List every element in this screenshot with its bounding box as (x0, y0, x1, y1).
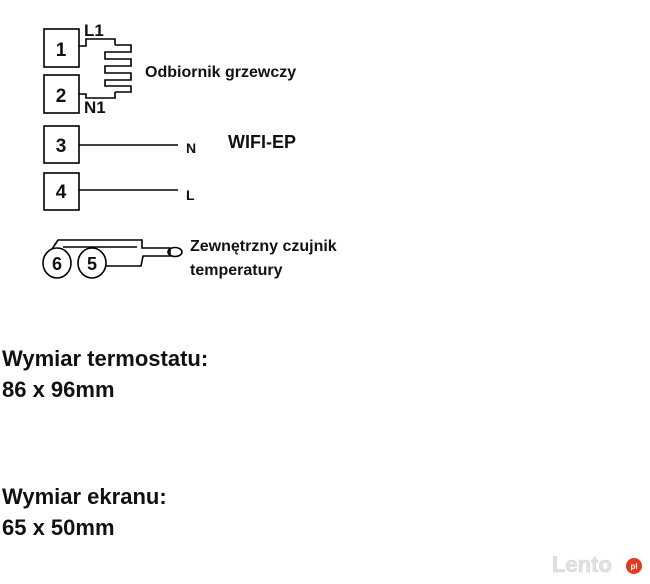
label-model: WIFI-EP (228, 132, 296, 152)
wire-n1 (79, 92, 116, 99)
screen-dimensions-label: Wymiar ekranu: (2, 484, 167, 509)
sensor-probe (167, 246, 183, 258)
wire-l1 (79, 38, 116, 47)
thermostat-dimensions: Wymiar termostatu: 86 x 96mm (2, 343, 208, 405)
thermostat-dimensions-value: 86 x 96mm (2, 377, 115, 402)
label-l1: L1 (84, 21, 104, 40)
screen-dimensions-value: 65 x 50mm (2, 515, 115, 540)
sensor-cable (51, 239, 171, 267)
terminal-box-4 (43, 172, 80, 211)
lento-watermark: Lento pl (552, 552, 642, 577)
label-sensor-line2: temperatury (190, 262, 283, 279)
heater-coil (104, 44, 132, 93)
terminal-box-1 (43, 28, 80, 68)
label-n1: N1 (84, 98, 106, 117)
sensor-number-6: 6 (52, 254, 62, 274)
label-sensor-line1: Zewnętrzny czujnik (190, 238, 337, 255)
watermark-text: Lento (552, 552, 612, 577)
label-l: L (186, 187, 195, 203)
sensor-terminal-6 (42, 247, 72, 279)
sensor-number-5: 5 (87, 254, 97, 274)
wiring-diagram: 1 2 3 4 6 5 L1 N1 Odbiornik grzewczy N L… (42, 21, 337, 279)
watermark-badge-text: pl (630, 562, 637, 571)
terminal-number-2: 2 (56, 86, 67, 107)
label-heater: Odbiornik grzewczy (145, 64, 296, 81)
watermark-badge-icon (626, 558, 642, 574)
screen-dimensions: Wymiar ekranu: 65 x 50mm (2, 481, 167, 543)
terminal-number-4: 4 (56, 182, 67, 203)
terminal-number-3: 3 (56, 136, 67, 157)
thermostat-dimensions-label: Wymiar termostatu: (2, 346, 209, 371)
label-n: N (186, 140, 196, 156)
sensor-terminal-5 (77, 247, 107, 279)
terminal-number-1: 1 (56, 40, 67, 61)
